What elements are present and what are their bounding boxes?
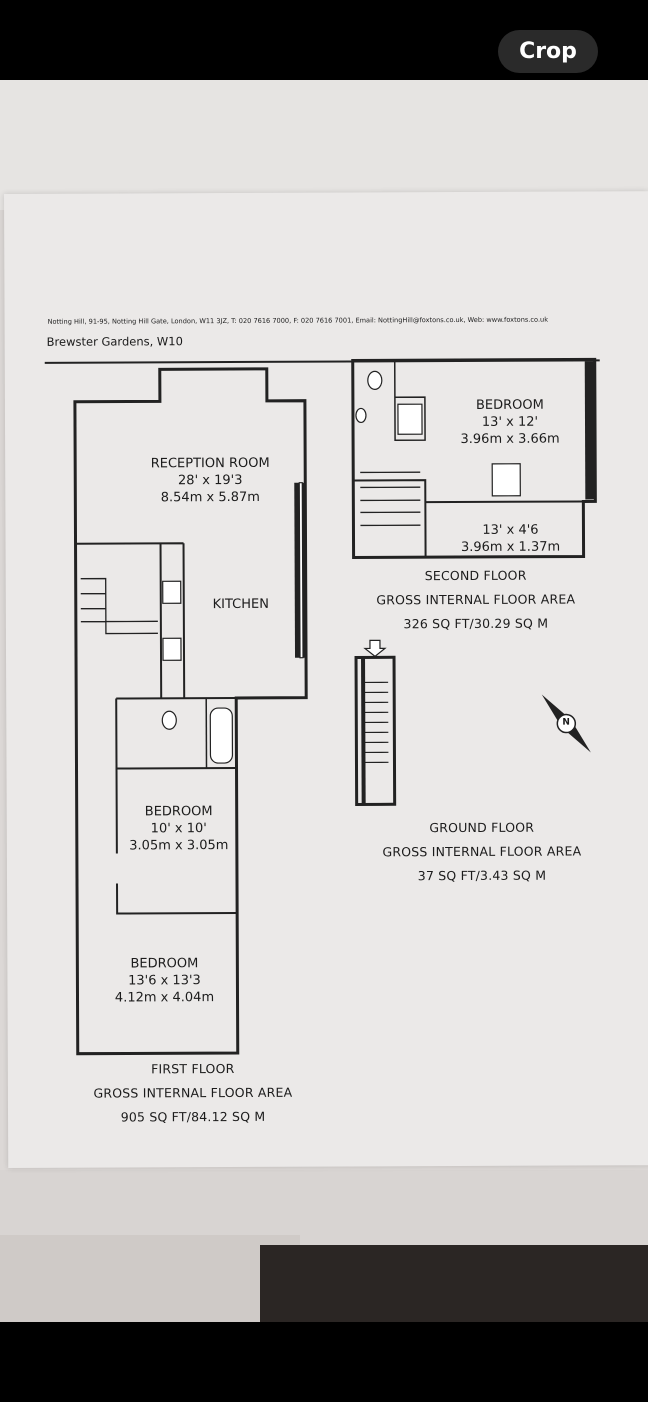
floor-area-value: 326 SQ FT/30.29 SQ M (403, 615, 549, 632)
first-floor-walls (73, 367, 308, 1056)
room-size-metric: 8.54m x 5.87m (160, 489, 260, 506)
room-name: RECEPTION ROOM (150, 455, 270, 472)
stair-direction-arrow-icon (363, 639, 387, 658)
first-floor-caption: FIRST FLOOR GROSS INTERNAL FLOOR AREA 90… (88, 1061, 298, 1125)
crop-button[interactable]: Crop (498, 30, 598, 73)
room-size-imperial: 13'6 x 13'3 (128, 973, 201, 989)
floor-area-label: GROSS INTERNAL FLOOR AREA (382, 843, 582, 860)
floor-plan-sheet: Notting Hill, 91-95, Notting Hill Gate, … (4, 191, 648, 1168)
floor-area-label: GROSS INTERNAL FLOOR AREA (93, 1084, 293, 1101)
floor-name: FIRST FLOOR (151, 1061, 235, 1077)
compass-label: N (562, 717, 570, 728)
photo-view: Notting Hill, 91-95, Notting Hill Gate, … (0, 80, 648, 1322)
floor-area-label: GROSS INTERNAL FLOOR AREA (376, 591, 576, 608)
room-size-metric: 3.96m x 1.37m (460, 539, 561, 556)
floor-plan-drawing (73, 357, 597, 1056)
floor-name: SECOND FLOOR (424, 567, 527, 584)
room-size-metric: 4.12m x 4.04m (114, 990, 215, 1006)
room-size-imperial: 10' x 10' (150, 821, 207, 837)
room-name: KITCHEN (212, 596, 269, 613)
background-carpet (0, 1235, 300, 1322)
room-label-reception: RECEPTION ROOM 28' x 19'3 8.54m x 5.87m (135, 455, 285, 507)
compass-rose-icon (541, 694, 591, 753)
room-label-bedroom-second: BEDROOM 13' x 12' 3.96m x 3.66m (445, 397, 575, 449)
room-size-imperial: 13' x 4'6 (482, 522, 539, 538)
room-size-imperial: 28' x 19'3 (177, 472, 243, 489)
room-label-bedroom-small: BEDROOM 10' x 10' 3.05m x 3.05m (119, 803, 239, 855)
floor-area-value: 905 SQ FT/84.12 SQ M (120, 1108, 266, 1125)
background-fabric (0, 80, 648, 210)
room-name: BEDROOM (144, 804, 213, 820)
room-label-storage-second: 13' x 4'6 3.96m x 1.37m (440, 521, 580, 556)
ground-floor-caption: GROUND FLOOR GROSS INTERNAL FLOOR AREA 3… (372, 819, 592, 884)
floor-name: GROUND FLOOR (429, 819, 535, 836)
room-label-kitchen: KITCHEN (201, 596, 281, 613)
room-size-imperial: 13' x 12' (481, 414, 539, 430)
second-floor-caption: SECOND FLOOR GROSS INTERNAL FLOOR AREA 3… (366, 567, 586, 632)
room-size-metric: 3.05m x 3.05m (129, 838, 229, 854)
room-size-metric: 3.96m x 3.66m (460, 431, 560, 448)
room-name: BEDROOM (130, 956, 199, 972)
top-bar: Crop (0, 0, 648, 80)
floor-area-value: 37 SQ FT/3.43 SQ M (417, 867, 547, 884)
background-shadow (260, 1245, 648, 1322)
bottom-bar (0, 1322, 648, 1402)
ground-floor-walls (354, 655, 397, 806)
room-name: BEDROOM (475, 397, 544, 413)
room-label-bedroom-first: BEDROOM 13'6 x 13'3 4.12m x 4.04m (99, 955, 229, 1007)
